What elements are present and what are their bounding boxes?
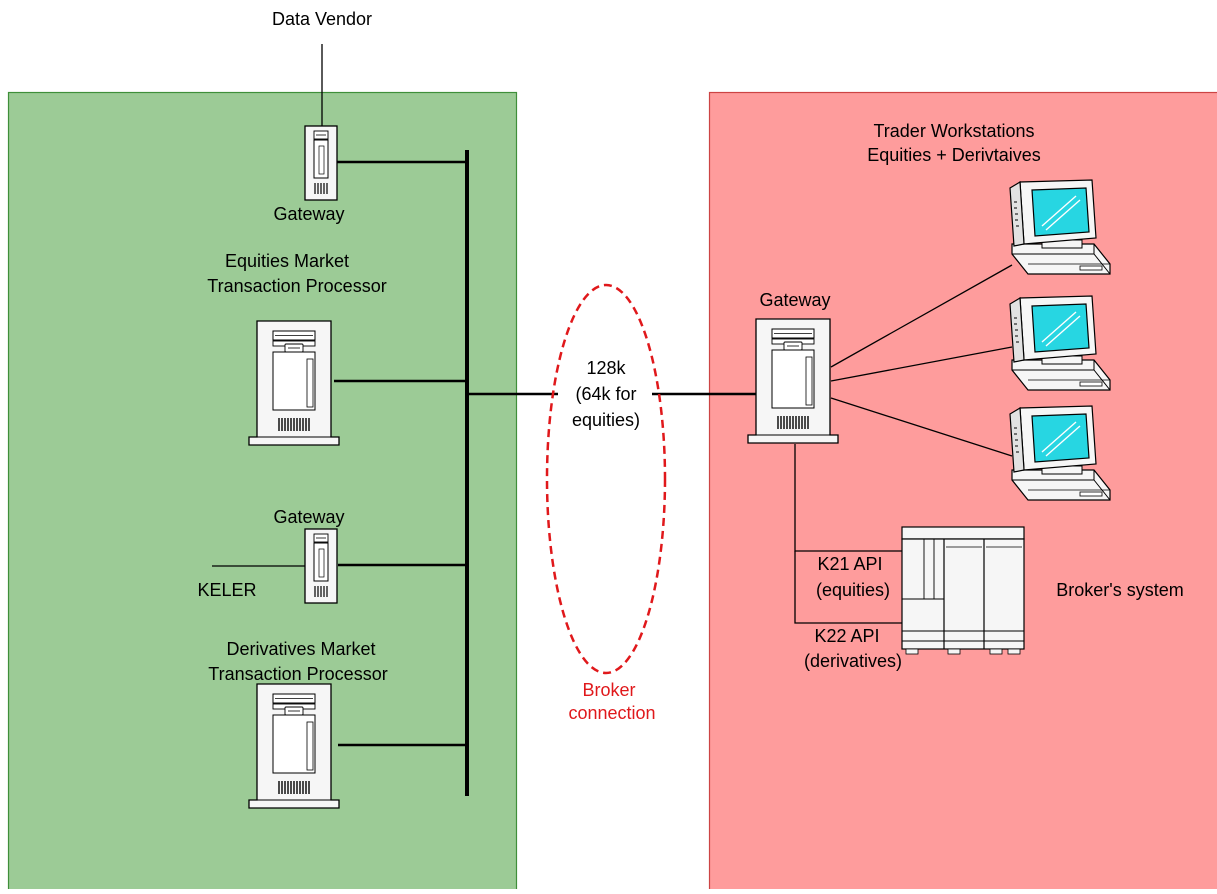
keler-label: KELER [197, 580, 256, 600]
link-speed-line1: 128k [586, 358, 626, 378]
broker-zone [710, 93, 1217, 890]
broker-connection-label-line1: Broker [582, 680, 635, 700]
k21-label-line2: (equities) [816, 580, 890, 600]
derivatives-tp-label-line2: Transaction Processor [208, 664, 387, 684]
gateway-right-label: Gateway [759, 290, 830, 310]
mainframe-icon [902, 527, 1024, 654]
k22-label-line2: (derivatives) [804, 651, 902, 671]
gateway-top-label: Gateway [273, 204, 344, 224]
tower-server-icon [305, 529, 337, 603]
equities-tp-label-line2: Transaction Processor [207, 276, 386, 296]
tower-server-icon [249, 684, 339, 808]
data-vendor-label: Data Vendor [272, 9, 372, 29]
derivatives-tp-label-line1: Derivatives Market [226, 639, 375, 659]
tower-server-icon [249, 321, 339, 445]
brokers-system-label: Broker's system [1056, 580, 1183, 600]
traders-label-line2: Equities + Derivtaives [867, 145, 1041, 165]
tower-server-icon [305, 126, 337, 200]
traders-label-line1: Trader Workstations [873, 121, 1034, 141]
k22-label-line1: K22 API [814, 626, 879, 646]
gateway-keler-label: Gateway [273, 507, 344, 527]
tower-server-icon [748, 319, 838, 443]
equities-tp-label-line1: Equities Market [225, 251, 349, 271]
link-speed-line3: equities) [572, 410, 640, 430]
broker-connection-label-line2: connection [568, 703, 655, 723]
broker-connection-boundary [547, 285, 665, 673]
k21-label-line1: K21 API [817, 554, 882, 574]
link-speed-line2: (64k for [575, 384, 636, 404]
